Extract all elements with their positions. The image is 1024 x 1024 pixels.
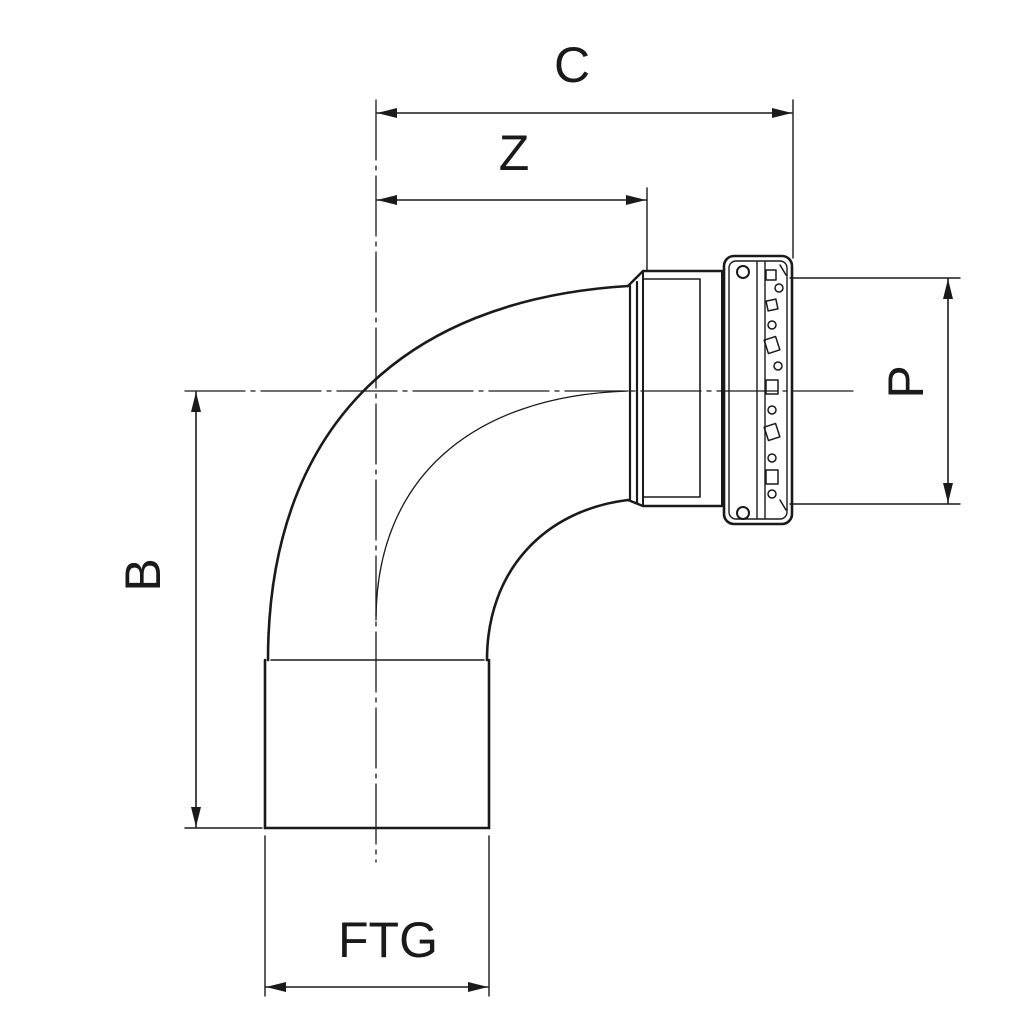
label-p: P: [878, 365, 934, 398]
socket-end: [626, 254, 794, 526]
label-ftg: FTG: [338, 912, 438, 968]
seal-bolt-top: [736, 265, 750, 279]
seal-housing-inner: [728, 260, 788, 520]
center-lines: [184, 99, 856, 863]
elbow-outer-arc: [266, 284, 630, 662]
label-c: C: [554, 37, 590, 93]
elbow-inner-arc: [485, 498, 630, 662]
seal-housing: [722, 254, 794, 526]
socket-bore: [642, 278, 701, 498]
seal-bolt-bottom: [736, 506, 750, 520]
elbow-body: [263, 284, 630, 830]
label-b: B: [115, 558, 171, 591]
seal-detail-marks: [763, 264, 787, 511]
extension-lines: [184, 99, 961, 997]
label-z: Z: [499, 125, 530, 181]
dimension-lines: [191, 108, 953, 992]
curved-centerline: [375, 390, 629, 621]
